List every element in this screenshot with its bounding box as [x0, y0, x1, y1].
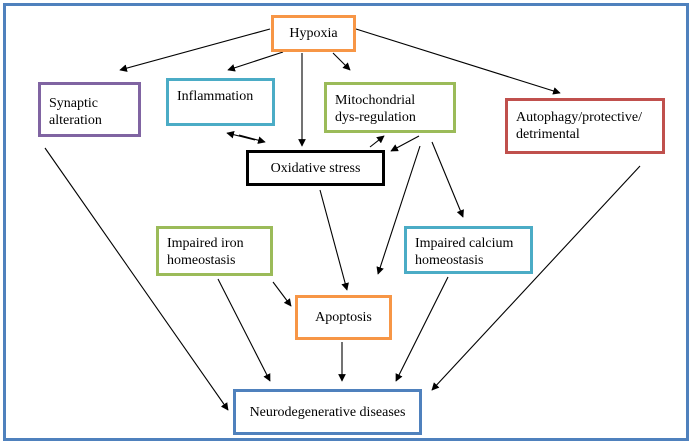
arrow-oxidative-to-apoptosis [319, 189, 349, 291]
node-neurodegenerative-diseases: Neurodegenerative diseases [233, 389, 422, 435]
node-iron-line-2: homeostasis [167, 253, 236, 268]
node-oxidative-line-1: Oxidative stress [270, 160, 361, 176]
arrow-oxidative-to-mito [369, 135, 385, 148]
arrow-inflammation-to-oxidative [238, 134, 266, 144]
node-iron-line-1: Impaired iron [167, 236, 244, 251]
arrow-mito-to-apoptosis [376, 145, 421, 275]
node-autophagy: Autophagy/protective/ detrimental [505, 98, 665, 154]
arrow-oxidative-to-inflammation [226, 130, 256, 141]
arrow-iron-to-apoptosis [272, 281, 292, 307]
node-mito-line-1: Mitochondrial [335, 93, 416, 108]
arrow-calcium-to-neuro [395, 276, 449, 382]
node-synaptic-line-1: Synaptic [49, 96, 98, 111]
arrow-hypoxia-to-mito [332, 52, 351, 71]
node-mitochondrial-dysregulation: Mitochondrial dys-regulation [324, 82, 456, 133]
node-mito-line-2: dys-regulation [335, 110, 416, 125]
node-calcium-line-2: homeostasis [415, 253, 484, 268]
arrow-hypoxia-to-inflammation [227, 51, 284, 72]
node-inflammation: Inflammation [166, 78, 275, 126]
node-neuro-line-1: Neurodegenerative diseases [249, 404, 406, 420]
arrow-synaptic-to-neuro [44, 147, 229, 411]
node-autophagy-line-1: Autophagy/protective/ [516, 110, 642, 125]
node-autophagy-line-2: detrimental [516, 127, 580, 142]
arrow-autophagy-to-neuro [431, 165, 641, 391]
arrow-iron-to-neuro [217, 278, 271, 382]
node-impaired-calcium-homeostasis: Impaired calcium homeostasis [404, 226, 533, 274]
arrow-mito-to-calcium [431, 141, 464, 218]
arrow-mito-to-oxidative [390, 135, 420, 152]
node-oxidative-stress: Oxidative stress [246, 150, 385, 186]
node-apoptosis-line-1: Apoptosis [315, 310, 372, 325]
arrow-hypoxia-to-synaptic [119, 28, 271, 72]
node-apoptosis: Apoptosis [295, 295, 392, 340]
diagram-frame [3, 3, 689, 441]
node-inflammation-line-1: Inflammation [177, 89, 254, 104]
node-synaptic-line-2: alteration [49, 113, 102, 128]
node-hypoxia-line-1: Hypoxia [289, 26, 338, 41]
node-hypoxia: Hypoxia [271, 15, 356, 52]
node-calcium-line-1: Impaired calcium [415, 236, 514, 251]
node-synaptic-alteration: Synaptic alteration [38, 82, 141, 137]
node-impaired-iron-homeostasis: Impaired iron homeostasis [156, 226, 273, 276]
arrow-hypoxia-to-autophagy [355, 28, 561, 95]
